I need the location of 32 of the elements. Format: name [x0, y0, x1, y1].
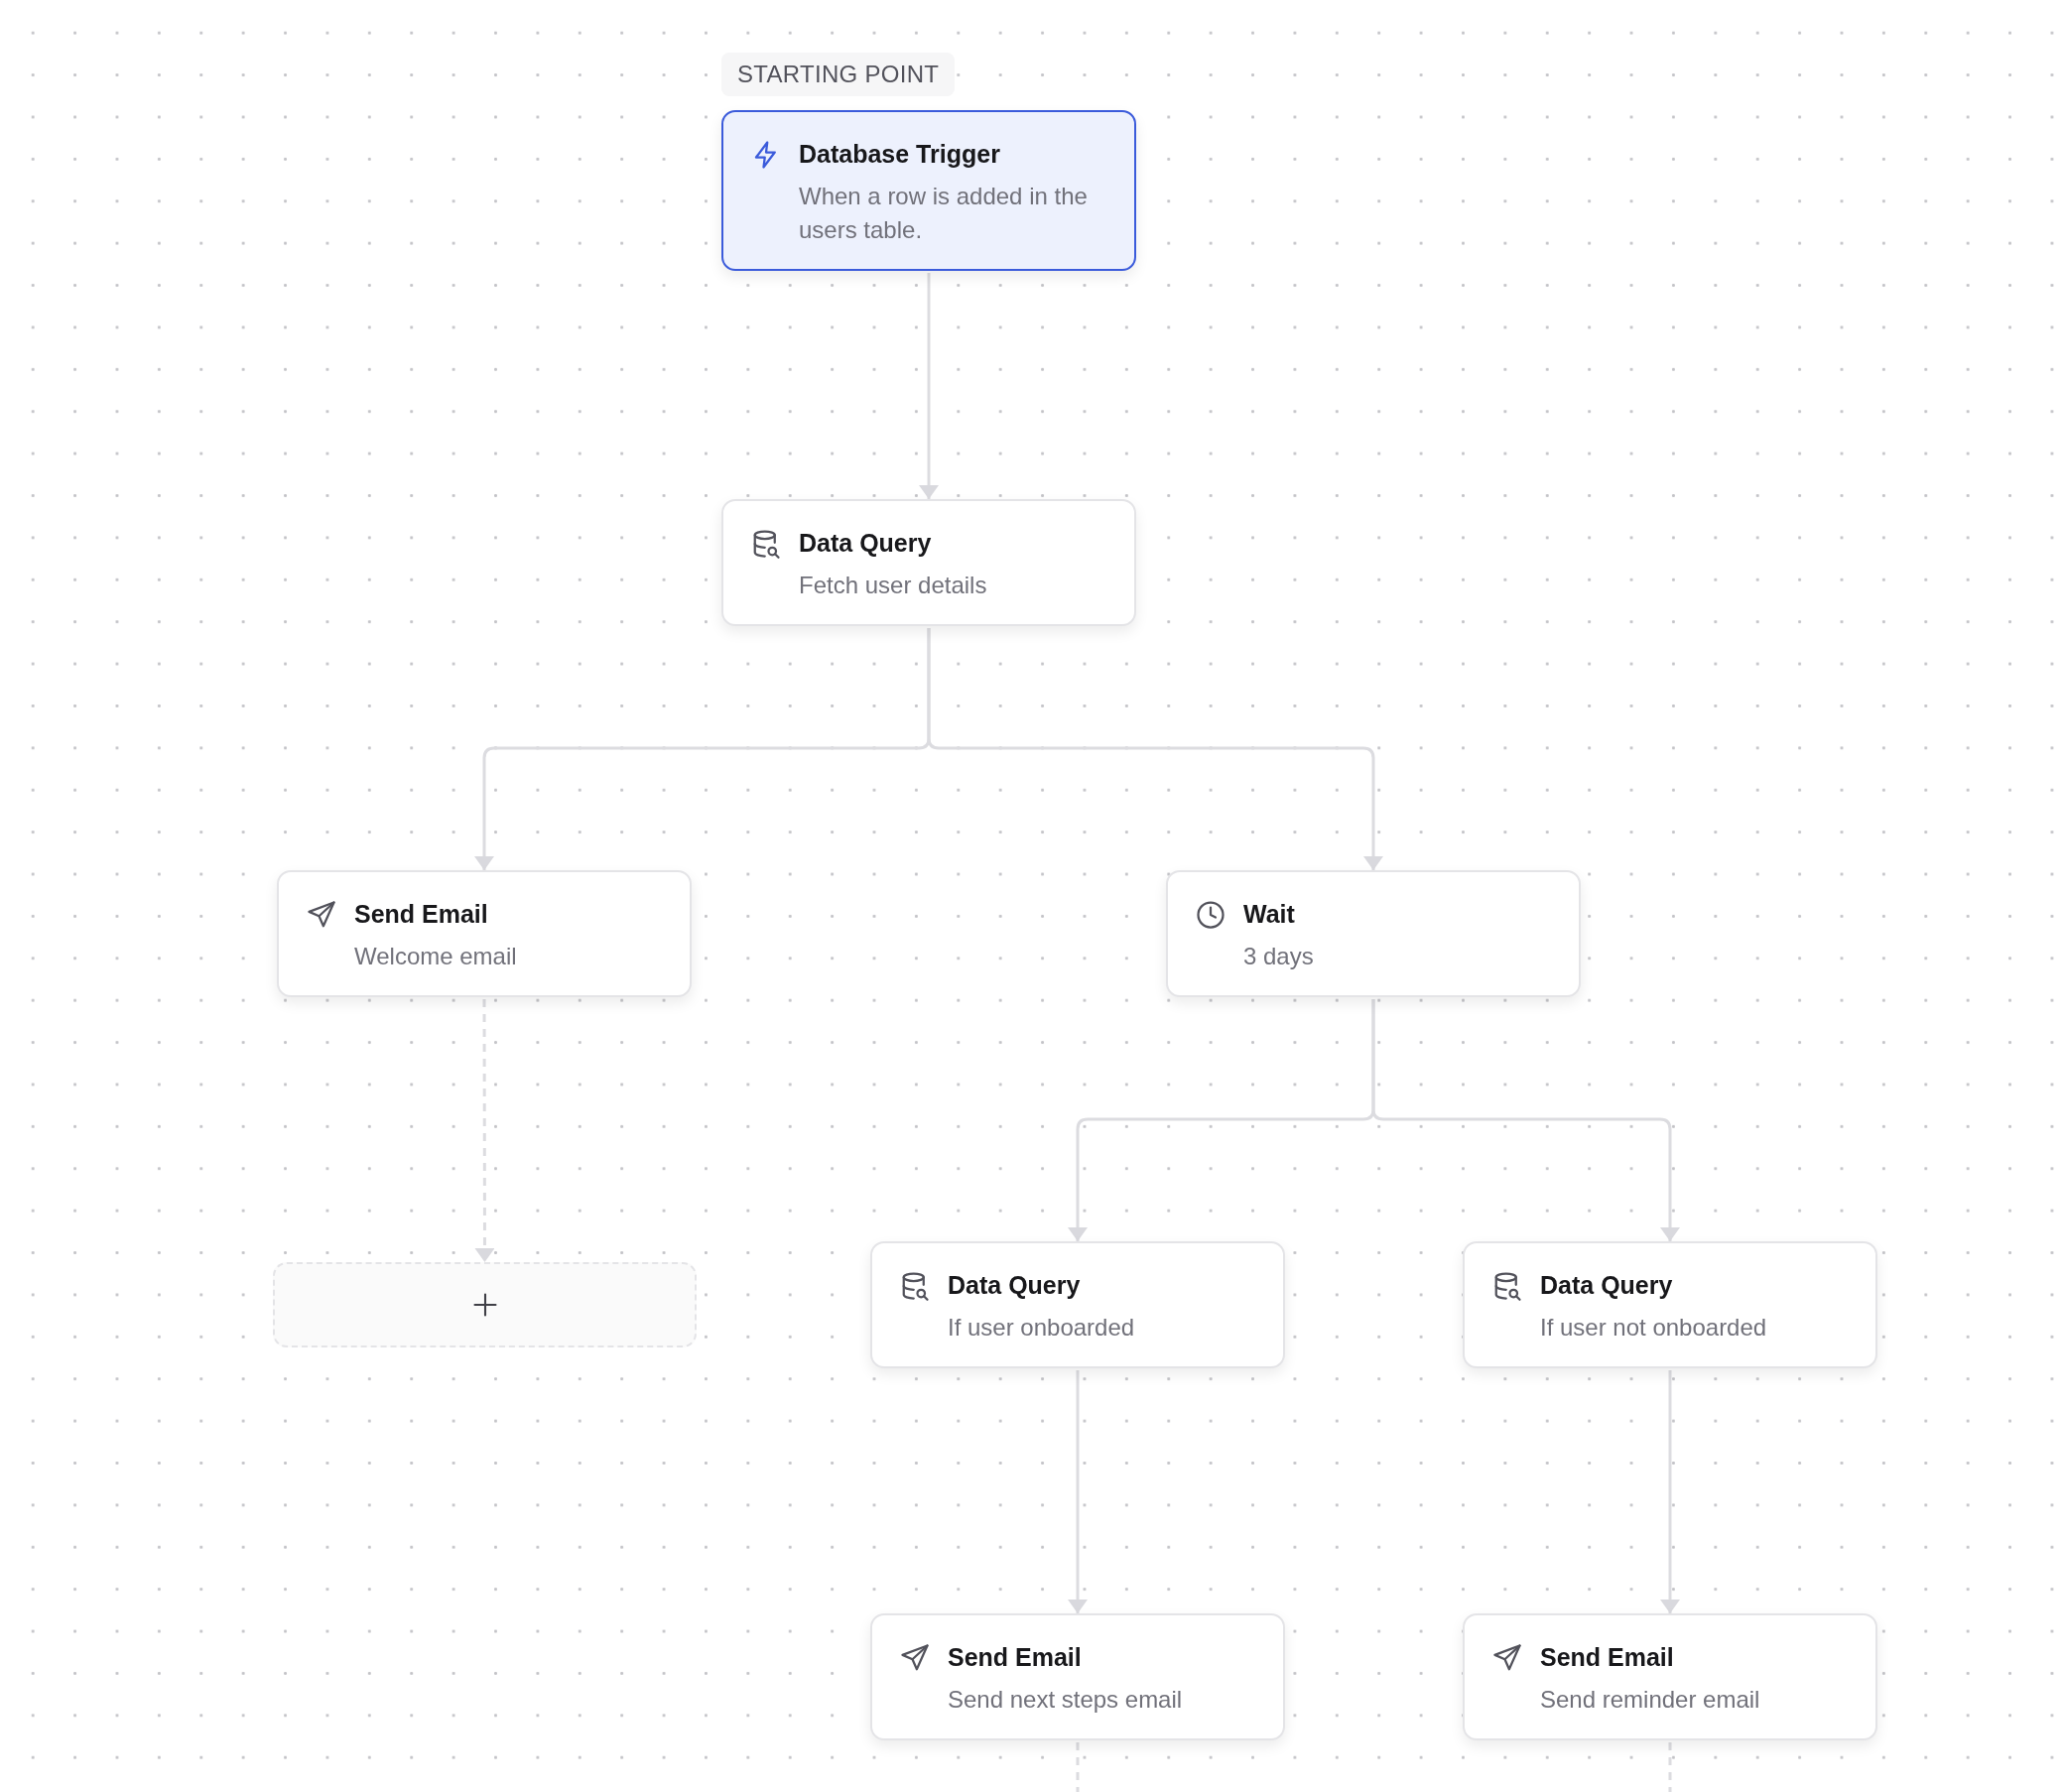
step-description: 3 days: [1243, 942, 1315, 971]
connector-arrow: [1660, 1370, 1680, 1613]
step-title: Data Query: [1540, 1270, 1674, 1301]
step-description: If user onboarded: [948, 1313, 1136, 1343]
step-card: [721, 110, 1136, 271]
step-title: Database Trigger: [799, 139, 1001, 170]
connector-arrow: [1371, 999, 1680, 1241]
step-card: [721, 499, 1136, 626]
step-card: [1463, 1241, 1877, 1368]
step-description: Send reminder email: [1540, 1685, 1761, 1715]
step-card: [870, 1613, 1285, 1740]
connector-arrow: [1068, 1370, 1088, 1613]
step-card: [277, 870, 692, 997]
step-description: When a row is added in the users table.: [799, 182, 1089, 245]
add-step-placeholder: [273, 1262, 697, 1347]
step-description: Send next steps email: [948, 1685, 1184, 1715]
step-description: Welcome email: [354, 942, 518, 971]
step-title: Send Email: [354, 899, 489, 930]
connector-arrow: [927, 628, 1383, 870]
starting-point-tag: STARTING POINT: [721, 53, 956, 96]
step-title: Send Email: [948, 1642, 1083, 1673]
step-title: Send Email: [1540, 1642, 1675, 1673]
step-card: [1463, 1613, 1877, 1740]
connector-arrow: [474, 999, 495, 1262]
step-title: Data Query: [799, 528, 933, 559]
connector-arrow: [919, 273, 939, 499]
step-card: [1166, 870, 1581, 997]
step-title: Data Query: [948, 1270, 1082, 1301]
step-title: Wait: [1243, 899, 1296, 930]
step-card: [870, 1241, 1285, 1368]
step-description: If user not onboarded: [1540, 1313, 1768, 1343]
step-description: Fetch user details: [799, 571, 988, 600]
